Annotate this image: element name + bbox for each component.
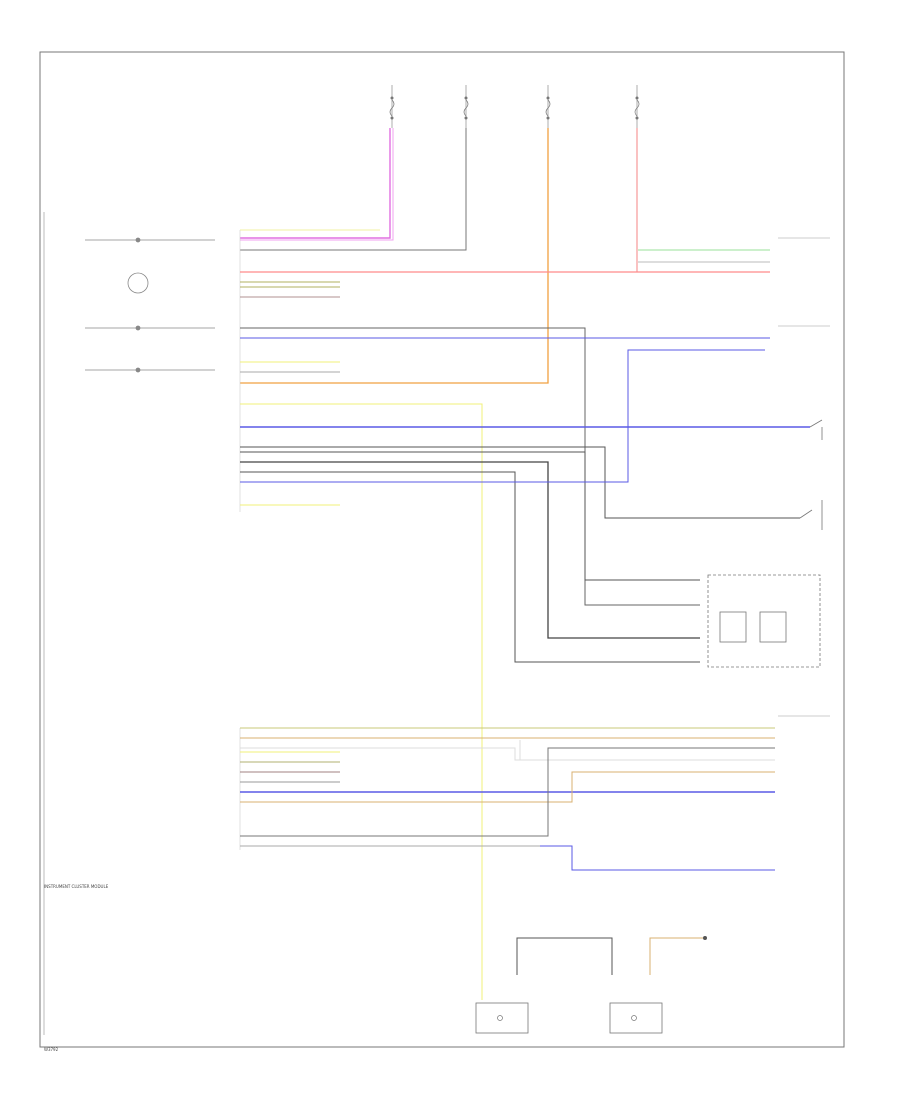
fuse-2 (463, 85, 469, 128)
right-separators (778, 237, 830, 717)
diagram-frame (39, 51, 845, 1048)
fuse-1 (389, 85, 395, 128)
fuel-level-sensor-1 (719, 611, 747, 643)
left-module-label: INSTRUMENT CLUSTER MODULE (44, 884, 109, 889)
fuel-level-sensor-2 (759, 611, 787, 643)
sensor-box-1 (475, 1002, 529, 1034)
fuel-pump-module (707, 574, 821, 668)
fuse-group (389, 85, 640, 128)
switch-2 (799, 500, 823, 530)
fuse-3 (545, 85, 551, 128)
sensor-box-2 (609, 1002, 663, 1034)
switch-1 (809, 419, 823, 440)
upper-connector (239, 229, 810, 1000)
bottom-sensors (475, 936, 707, 1034)
fuse-feeds (240, 128, 638, 384)
lower-connector (239, 727, 775, 871)
left-components (85, 237, 215, 373)
fuse-4 (634, 85, 640, 128)
footer-code: W3792 (44, 1047, 59, 1052)
